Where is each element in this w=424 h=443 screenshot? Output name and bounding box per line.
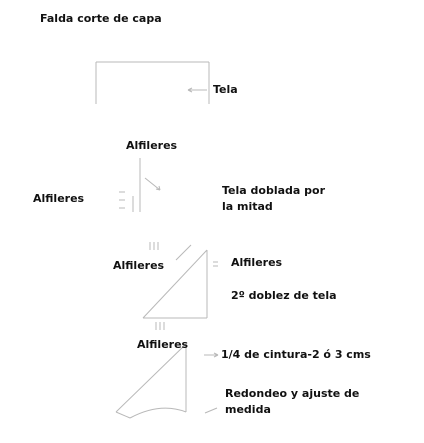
label-segundo-doblez: 2º doblez de tela [231, 289, 337, 302]
label-cuarto-cintura: 1/4 de cintura-2 ó 3 cms [221, 348, 371, 361]
pin-marks-left [119, 191, 125, 209]
cintura-pointer-arrow [204, 352, 219, 358]
tela-pointer-arrow [187, 87, 207, 93]
fold-arrow [144, 177, 161, 191]
pin-marks-right [213, 261, 218, 267]
label-redondeo-line1: Redondeo y ajuste de [225, 387, 360, 400]
folded-fabric-shape [132, 158, 141, 212]
label-tela-doblada-line1: Tela doblada por [222, 184, 326, 197]
pin-marks-step4 [155, 322, 165, 330]
redondeo-pointer-arrow [204, 407, 218, 414]
fabric-rectangle [95, 61, 210, 104]
label-alfileres-top: Alfileres [126, 139, 178, 152]
label-tela-doblada-line2: la mitad [222, 200, 273, 213]
page-title: Falda corte de capa [40, 12, 162, 25]
quarter-cut-shape [115, 343, 187, 419]
second-fold-triangle [142, 244, 208, 319]
pin-marks-bottom [149, 242, 159, 250]
label-alfileres-right: Alfileres [231, 256, 283, 269]
label-alfileres-left: Alfileres [33, 192, 85, 205]
label-tela: Tela [213, 83, 238, 96]
label-alfileres-middle: Alfileres [113, 259, 165, 272]
label-redondeo-line2: medida [225, 403, 271, 416]
label-alfileres-bottom: Alfileres [137, 338, 189, 351]
